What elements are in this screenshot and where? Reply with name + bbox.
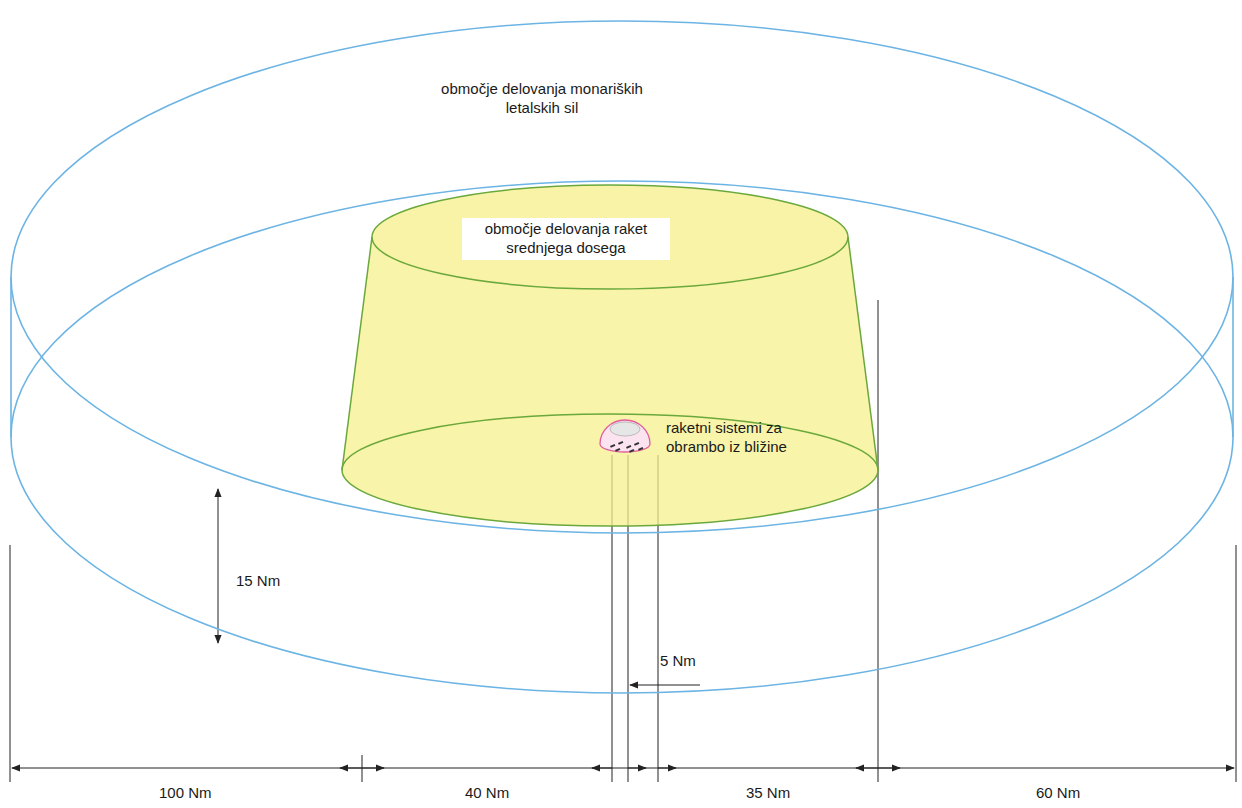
launcher-symbol (629, 449, 634, 453)
range-dimension: 35 Nm (746, 784, 790, 802)
cone-side (848, 237, 878, 470)
zone-label: raketni sistemi za obrambo iz bližine (666, 419, 826, 457)
cone-top (372, 185, 848, 289)
air-force-zone: območje delovanja monariških letalskih s… (8, 18, 1236, 698)
launcher-symbol (634, 442, 639, 446)
radius-dimension: 5 Nm (660, 652, 696, 670)
zone-label: območje delovanja raket srednjega dosega (462, 218, 670, 260)
range-dimension: 100 Nm (159, 784, 212, 802)
cone-fill (342, 185, 878, 526)
launcher-symbol (626, 445, 631, 449)
dome (600, 420, 650, 452)
range-dimension: 40 Nm (465, 784, 509, 802)
range-dimension: 60 Nm (1036, 784, 1080, 802)
cylinder-bottom (11, 181, 1233, 693)
cone-side (342, 237, 372, 470)
cone-top-fill (372, 185, 848, 289)
cylinder-side (10, 277, 12, 437)
launcher-symbol (610, 444, 615, 448)
close-defence-zone: raketni sistemi za obrambo iz bližine (598, 412, 878, 472)
dome-top (610, 422, 640, 436)
launcher-symbol (618, 441, 623, 445)
launcher-symbol (638, 447, 643, 451)
height-dimension: 15 Nm (236, 572, 280, 590)
zone-label: območje delovanja monariških letalskih s… (432, 80, 652, 118)
cone-bottom (342, 414, 878, 526)
cylinder-side (1232, 277, 1234, 437)
cylinder-top (11, 21, 1233, 533)
launcher-symbol (615, 448, 620, 452)
cylinder-outline (11, 21, 1233, 693)
medium-range-zone: območje delovanja raket srednjega dosega… (340, 180, 880, 530)
cone-outline (342, 185, 878, 526)
